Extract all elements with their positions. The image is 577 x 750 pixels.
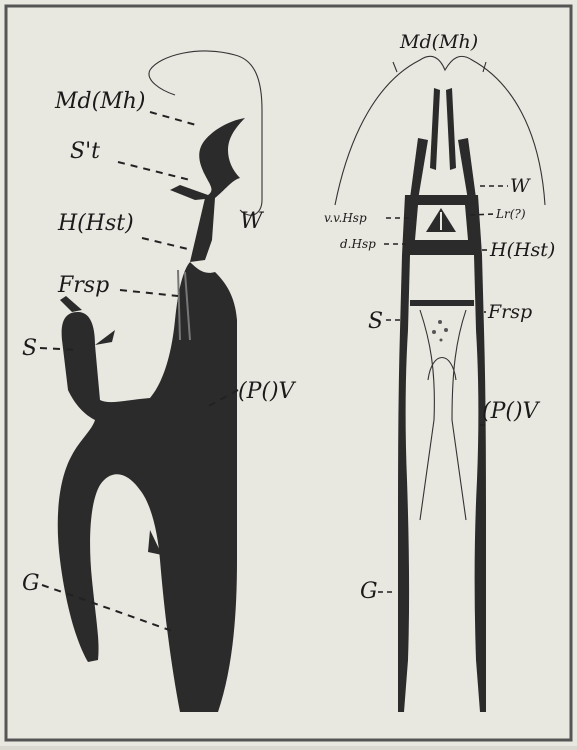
right-median-rod-left [430, 88, 440, 170]
left-label-frsp: Frsp [57, 273, 109, 298]
left-leader-mandible [150, 112, 196, 125]
right-label-w: W [510, 175, 531, 197]
right-upper-bar-left [410, 138, 428, 200]
right-side-rod-left [398, 255, 410, 712]
right-inner-line-right [452, 310, 466, 520]
right-leader-lr [470, 214, 494, 215]
left-leader-st [118, 162, 190, 180]
left-label-g: G [22, 571, 40, 596]
right-label-mandible: Md(Mh) [399, 31, 478, 53]
right-label-lr: Lr(?) [495, 207, 526, 221]
left-mandible [170, 118, 245, 200]
left-label-s: S [22, 336, 37, 361]
right-dot-4 [440, 339, 443, 342]
right-figure [335, 56, 545, 712]
right-lobe-tip-left [393, 62, 397, 72]
left-leader-frsp [120, 290, 178, 296]
left-label-mandible: Md(Mh) [54, 89, 145, 114]
left-neck [190, 198, 215, 262]
right-dot-3 [432, 330, 436, 334]
left-label-hypostome: H(Hst) [57, 211, 134, 236]
right-label-vvhsp: v.v.Hsp [324, 211, 367, 225]
right-label-s: S [368, 309, 383, 334]
right-side-rod-right [474, 255, 486, 712]
left-w-outline-inner [149, 70, 175, 95]
left-leader-hypostome [142, 238, 192, 250]
right-inner-line-left [420, 310, 434, 520]
left-label-ventral: (P()V [238, 379, 297, 404]
left-label-w: W [240, 209, 265, 234]
left-label-st: S't [70, 139, 100, 164]
left-body [58, 262, 237, 712]
left-w-outline [150, 51, 262, 215]
left-leader-g [42, 585, 175, 632]
right-label-dhsp: d.Hsp [340, 237, 376, 251]
right-label-ventral: (P()V [482, 399, 541, 424]
right-label-g: G [360, 579, 378, 604]
right-dot-2 [444, 328, 448, 332]
right-label-frsp: Frsp [487, 301, 532, 323]
right-label-hypostome: H(Hst) [489, 239, 555, 261]
right-median-rod-right [446, 88, 456, 170]
right-upper-bar-right [458, 138, 476, 200]
right-dot-1 [438, 320, 442, 324]
right-cross-piece [410, 300, 474, 306]
